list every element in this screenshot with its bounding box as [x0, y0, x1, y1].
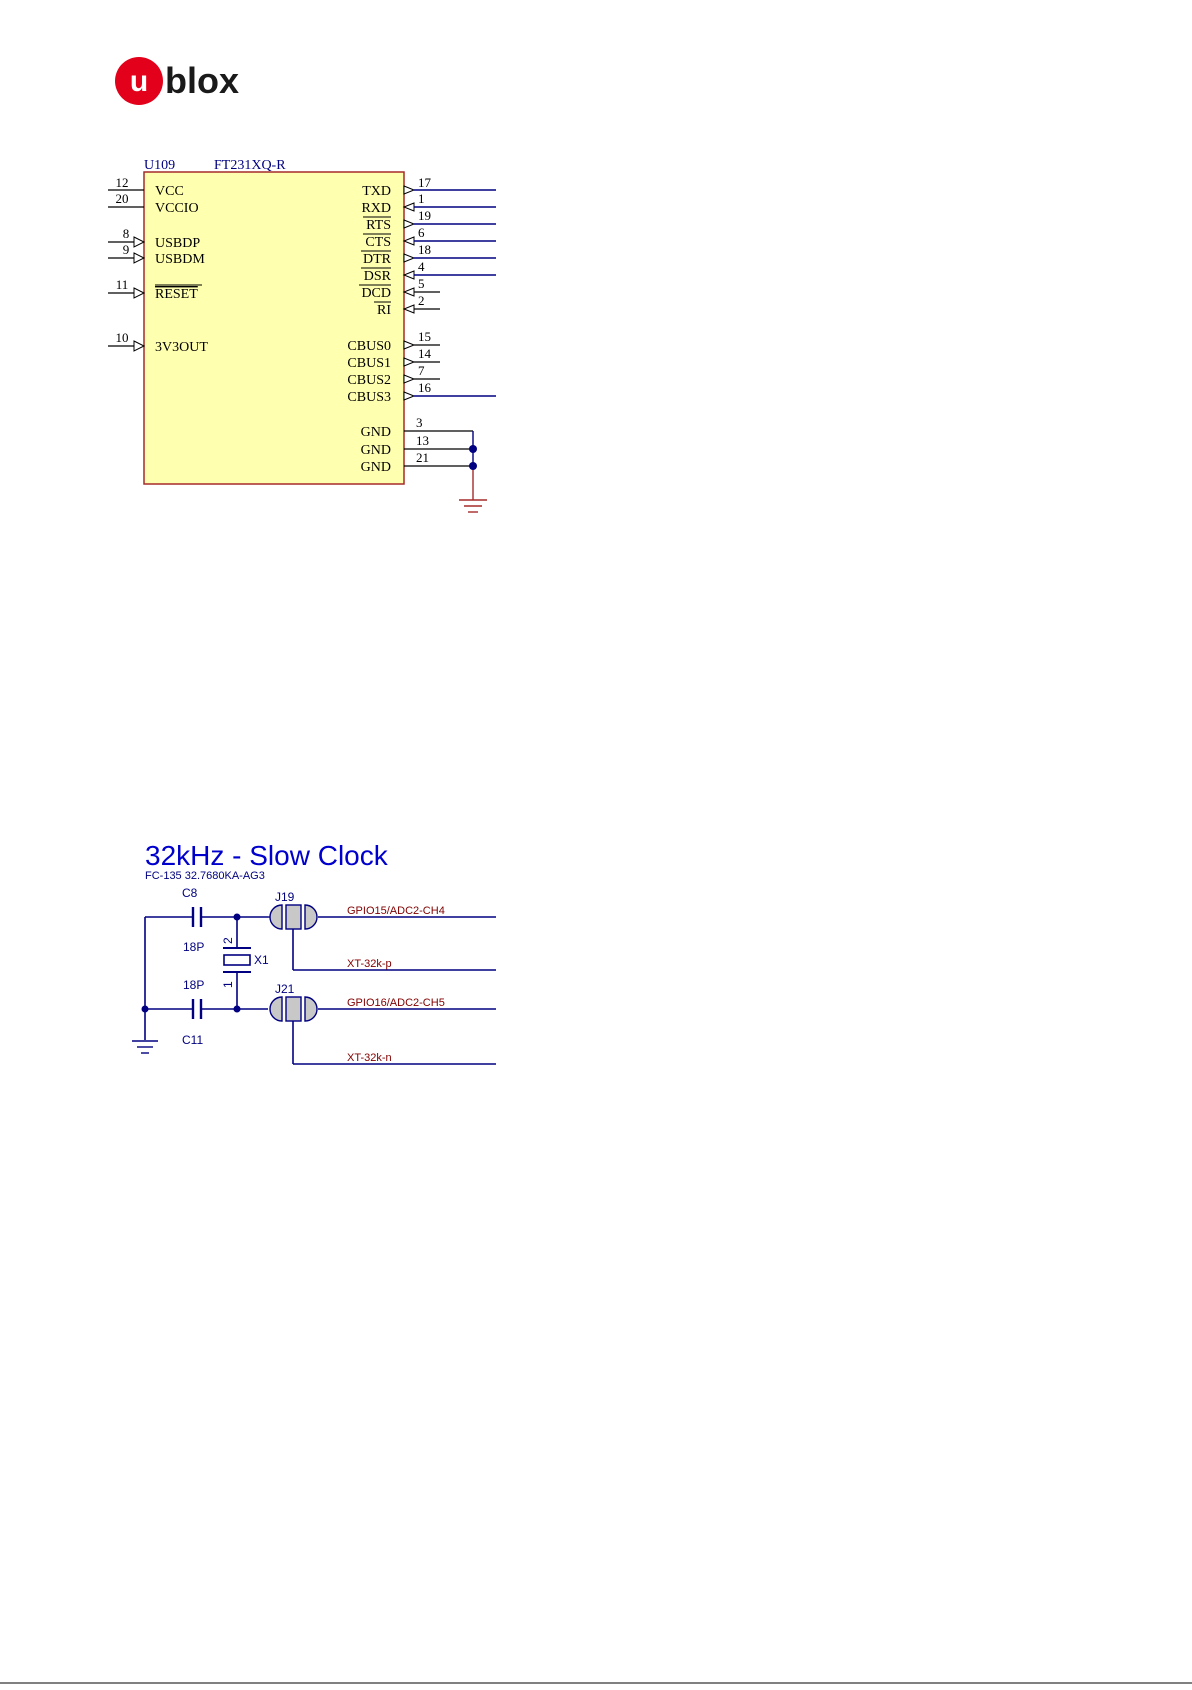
- pin-name-txd: TXD: [362, 184, 391, 199]
- junction-dot: [469, 462, 477, 470]
- j19-refdes: J19: [275, 890, 295, 904]
- capacitor-c11: 18P C11: [182, 978, 204, 1047]
- pin-num-usbdm: 9: [123, 242, 130, 257]
- pin-name-cts: CTS: [365, 235, 391, 250]
- crystal-x1: X1 2 1: [221, 937, 269, 988]
- gnd-bus: [469, 431, 477, 500]
- pin-num-rxd: 1: [418, 191, 425, 206]
- pin-num-vcc: 12: [116, 175, 129, 190]
- c8-refdes: C8: [182, 886, 198, 900]
- pin-num-dsr: 4: [418, 259, 425, 274]
- pin-num-vccio: 20: [116, 191, 129, 206]
- pin-name-vcc: VCC: [155, 184, 184, 199]
- ft231-part-number: FT231XQ-R: [214, 158, 286, 173]
- pin-num-cbus2: 7: [418, 363, 425, 378]
- net-label-xt-32k-p: XT-32k-p: [347, 958, 392, 970]
- junction-dot: [142, 1006, 149, 1013]
- pin-name-cbus0: CBUS0: [347, 339, 391, 354]
- c11-value: 18P: [183, 978, 204, 992]
- pin-name-usbdm: USBDM: [155, 252, 205, 267]
- x1-pin-2: 2: [221, 937, 235, 944]
- clock-title: 32kHz - Slow Clock: [145, 840, 389, 871]
- ublox-logo: u blox: [115, 57, 239, 105]
- net-label-gpio16: GPIO16/ADC2-CH5: [347, 997, 445, 1009]
- pin-name-3v3out: 3V3OUT: [155, 340, 208, 355]
- pin-input-arrow: [134, 237, 144, 247]
- pin-num-cbus0: 15: [418, 329, 431, 344]
- pin-num-3v3out: 10: [116, 330, 129, 345]
- pin-name-reset: RESET: [155, 287, 198, 302]
- slow-clock-schematic: 32kHz - Slow Clock FC-135 32.7680KA-AG3: [132, 840, 496, 1064]
- pin-name-dtr: DTR: [363, 252, 392, 267]
- ground-symbol-icon: [459, 500, 487, 512]
- net-label-xt-32k-n: XT-32k-n: [347, 1052, 392, 1064]
- pin-num-reset: 11: [116, 277, 129, 292]
- pin-name-rxd: RXD: [361, 201, 391, 216]
- capacitor-c8: C8 18P: [182, 886, 204, 954]
- u109-refdes: U109: [144, 158, 175, 173]
- junction-dot: [469, 445, 477, 453]
- net-label-gpio15: GPIO15/ADC2-CH4: [347, 905, 445, 917]
- pin-num-txd: 17: [418, 175, 432, 190]
- pin-num-gnd-21: 21: [416, 450, 429, 465]
- pin-name-cbus2: CBUS2: [347, 373, 391, 388]
- solder-jumper-j19: J19: [268, 890, 317, 929]
- solder-jumper-j21: J21: [270, 982, 317, 1021]
- pin-num-gnd-13: 13: [416, 433, 429, 448]
- logo-blox: blox: [165, 60, 239, 101]
- pin-name-cbus3: CBUS3: [347, 390, 391, 405]
- pin-name-gnd-21: GND: [361, 460, 391, 475]
- pin-num-cbus3: 16: [418, 380, 432, 395]
- pin-num-rts: 19: [418, 208, 431, 223]
- pin-name-dsr: DSR: [364, 269, 392, 284]
- pin-name-gnd-13: GND: [361, 443, 391, 458]
- pin-name-usbdp: USBDP: [155, 236, 200, 251]
- junction-dot: [234, 1006, 241, 1013]
- pin-num-usbdp: 8: [123, 226, 130, 241]
- x1-refdes: X1: [254, 953, 269, 967]
- pin-num-dtr: 18: [418, 242, 431, 257]
- usb-uart-schematic: U109 FT231XQ-R 12 VCC 20 VCCIO 8 USBDP 9…: [108, 158, 496, 512]
- junction-dot: [234, 914, 241, 921]
- pin-num-cbus1: 14: [418, 346, 432, 361]
- pin-num-ri: 2: [418, 293, 425, 308]
- x1-pin-1: 1: [221, 981, 235, 988]
- clock-subtitle: FC-135 32.7680KA-AG3: [145, 870, 265, 882]
- pin-num-dcd: 5: [418, 276, 425, 291]
- c8-value: 18P: [183, 940, 204, 954]
- j21-refdes: J21: [275, 982, 295, 996]
- pin-input-arrow: [134, 341, 144, 351]
- pin-name-gnd-3: GND: [361, 425, 391, 440]
- pin-input-arrow: [134, 253, 144, 263]
- logo-u: u: [130, 65, 148, 98]
- pin-num-cts: 6: [418, 225, 425, 240]
- ground-symbol-icon: [132, 1041, 158, 1053]
- pin-name-rts: RTS: [366, 218, 391, 233]
- pin-input-arrow: [134, 288, 144, 298]
- pin-name-vccio: VCCIO: [155, 201, 199, 216]
- pin-name-cbus1: CBUS1: [347, 356, 391, 371]
- pin-num-gnd-3: 3: [416, 415, 423, 430]
- c11-refdes: C11: [182, 1033, 203, 1047]
- pin-name-ri: RI: [377, 303, 391, 318]
- pin-name-dcd: DCD: [361, 286, 391, 301]
